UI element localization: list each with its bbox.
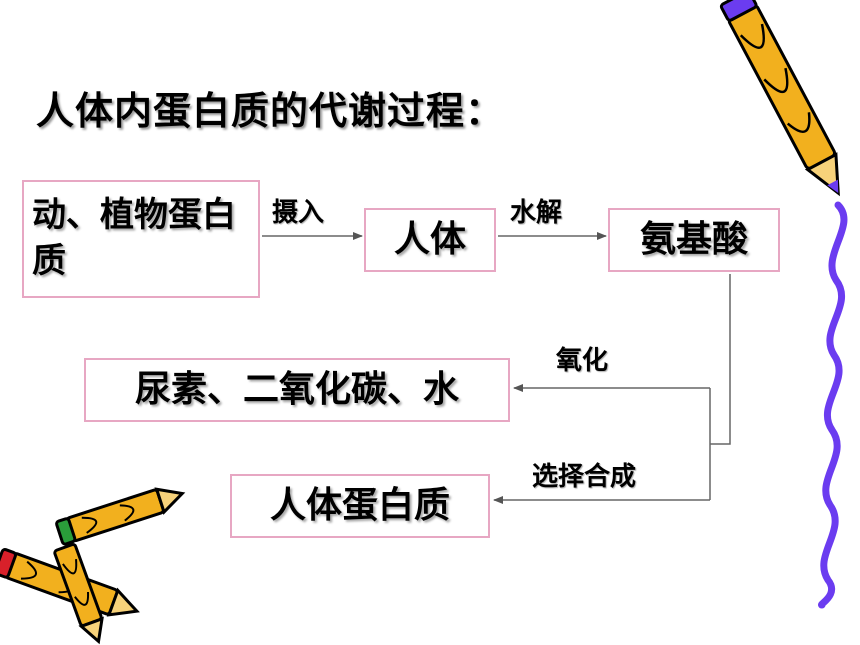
arrow-amino-down: [710, 274, 731, 445]
node-human-body: 人体: [364, 208, 496, 272]
node-label: 尿素、二氧化碳、水: [134, 369, 459, 410]
node-label: 人体蛋白质: [269, 485, 450, 526]
node-metabolic-products: 尿素、二氧化碳、水: [84, 358, 510, 422]
page-title: 人体内蛋白质的代谢过程：: [36, 89, 505, 133]
edge-label-synthesis: 选择合成: [532, 462, 637, 492]
edge-label-intake: 摄入: [272, 198, 325, 228]
node-amino-acid: 氨基酸: [608, 208, 780, 272]
node-label: 动、植物蛋白质: [32, 195, 236, 281]
edge-label-hydrolysis: 水解: [510, 198, 563, 228]
node-plant-animal-protein: 动、植物蛋白质: [22, 180, 260, 298]
edge-label-oxidation: 氧化: [556, 346, 609, 376]
node-label: 人体: [393, 219, 466, 260]
node-label: 氨基酸: [639, 219, 748, 260]
node-human-protein: 人体蛋白质: [230, 474, 490, 538]
